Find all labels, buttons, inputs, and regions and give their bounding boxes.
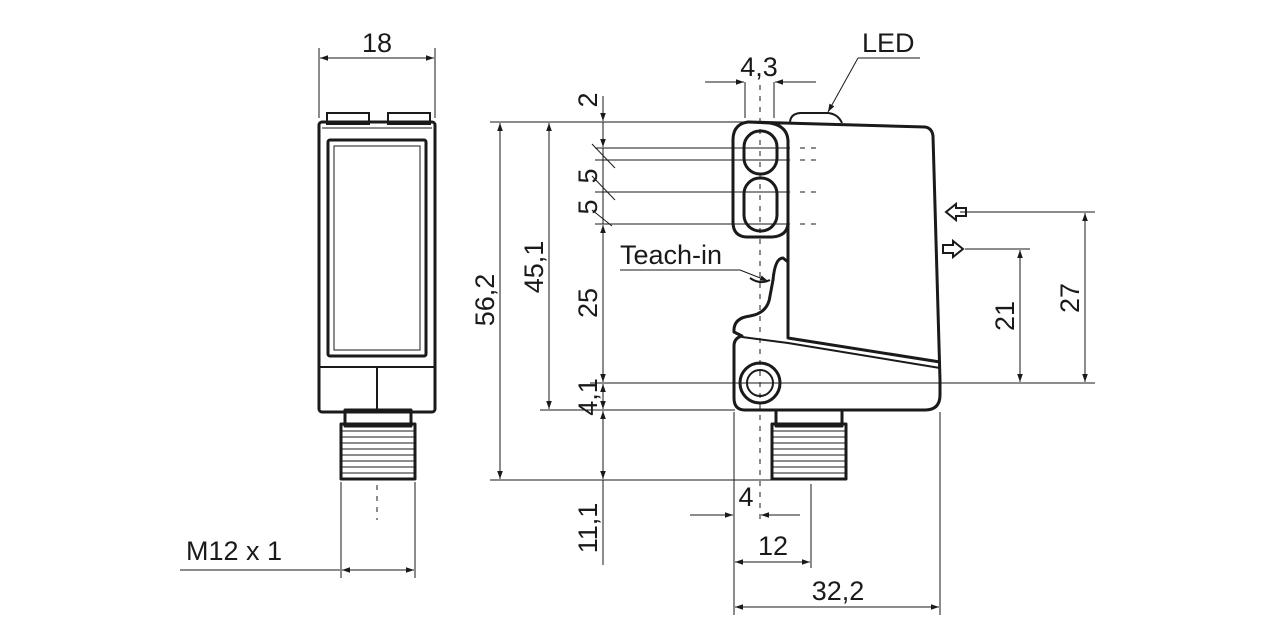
- light-in-arrow-icon: [944, 201, 967, 223]
- label-4-1: 4,1: [573, 378, 603, 416]
- label-teach-in: Teach-in: [620, 240, 722, 270]
- label-thread: M12 x 1: [186, 536, 282, 566]
- front-top-tab-left: [326, 112, 370, 125]
- teach-in-leader: [739, 269, 769, 282]
- label-5-a: 5: [573, 168, 603, 183]
- label-32-2: 32,2: [812, 576, 865, 606]
- label-25: 25: [573, 288, 603, 318]
- led-leader: [827, 57, 859, 113]
- label-56-2: 56,2: [470, 274, 500, 327]
- front-optic-window: [326, 138, 428, 358]
- label-21: 21: [990, 301, 1020, 331]
- label-11-1: 11,1: [573, 503, 603, 554]
- label-45-1: 45,1: [519, 241, 549, 294]
- front-top-tab-right: [387, 112, 431, 125]
- label-27: 27: [1055, 283, 1085, 313]
- lens-plate: [731, 120, 790, 239]
- label-18: 18: [362, 28, 392, 58]
- side-view: [490, 57, 1095, 615]
- side-connector: [770, 408, 848, 481]
- front-housing: [317, 120, 437, 414]
- light-out-arrow-icon: [942, 238, 965, 260]
- label-12: 12: [758, 531, 788, 561]
- dimension-labels: 18 LED 4,3 2 5 5 Teach-in 56,2 45,1 25 4…: [186, 28, 1085, 606]
- label-4-3: 4,3: [740, 52, 778, 82]
- label-5-b: 5: [573, 199, 603, 214]
- side-housing: [732, 120, 942, 412]
- label-2: 2: [573, 92, 603, 107]
- front-connector: [339, 408, 417, 481]
- teach-in-button: [749, 277, 771, 284]
- label-4: 4: [738, 482, 753, 512]
- led-bump: [789, 112, 843, 124]
- label-led: LED: [862, 28, 915, 58]
- front-view: [180, 48, 437, 578]
